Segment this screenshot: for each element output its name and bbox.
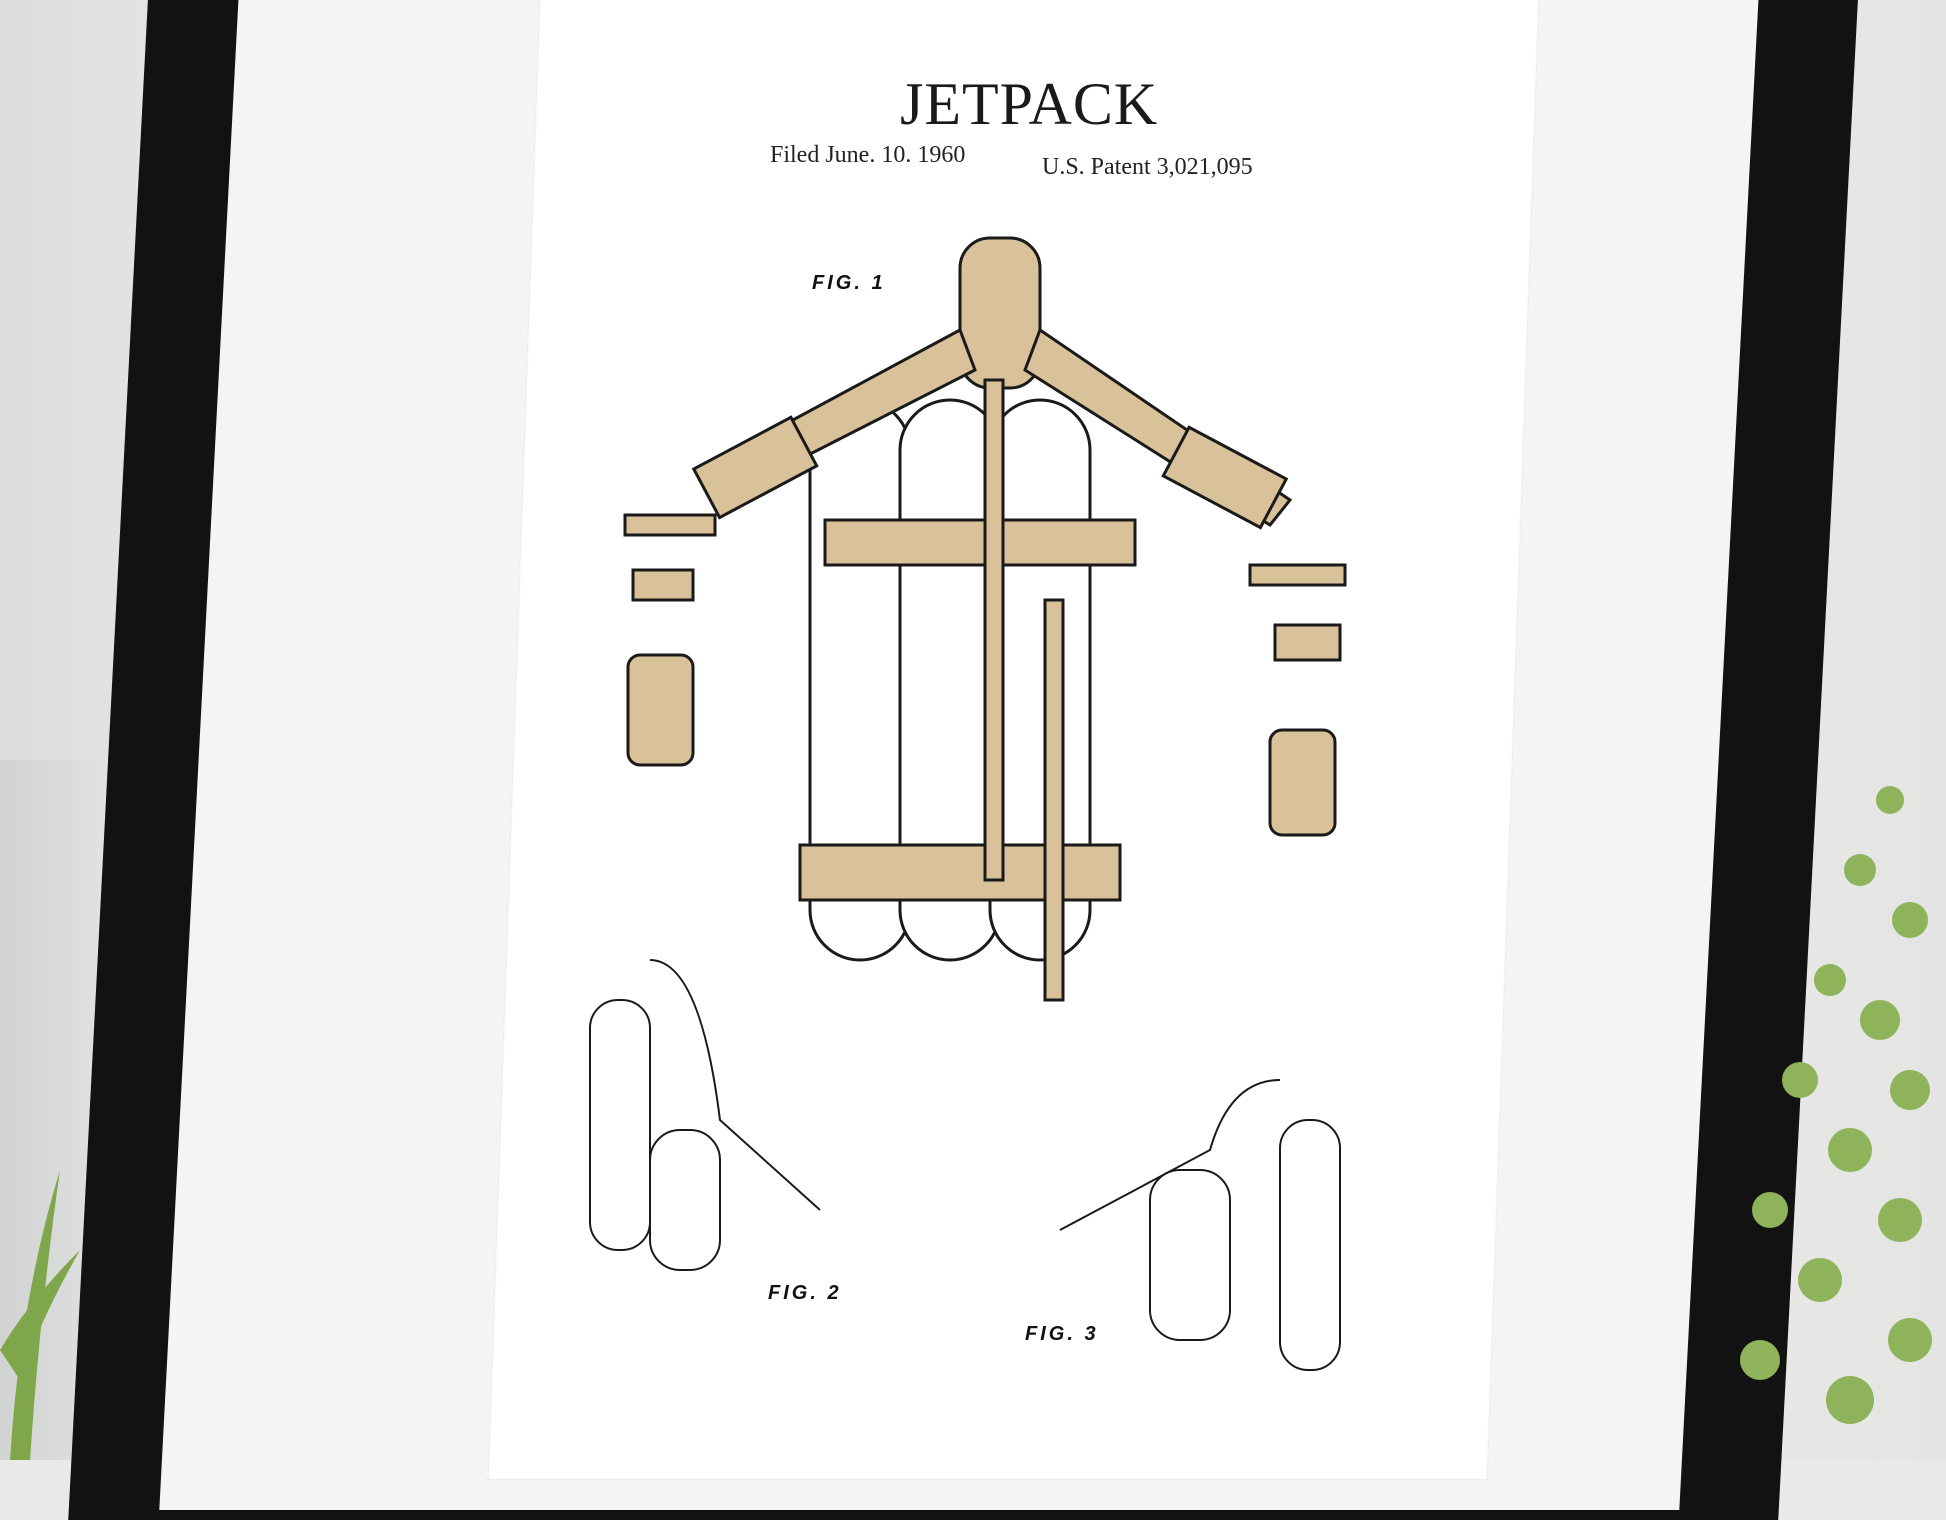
- plant-right: [1740, 786, 1932, 1424]
- fig-2-label: FIG. 2: [768, 1282, 842, 1304]
- fig-1-label: FIG. 1: [812, 272, 886, 294]
- patent-number: U.S. Patent 3,021,095: [1042, 154, 1253, 180]
- filed-date: Filed June. 10. 1960: [770, 142, 966, 168]
- plant-left: [0, 1170, 80, 1460]
- fig-3-label: FIG. 3: [1025, 1323, 1099, 1345]
- poster-title: JETPACK: [900, 71, 1159, 137]
- jetpack-diagram: [589, 236, 1347, 1371]
